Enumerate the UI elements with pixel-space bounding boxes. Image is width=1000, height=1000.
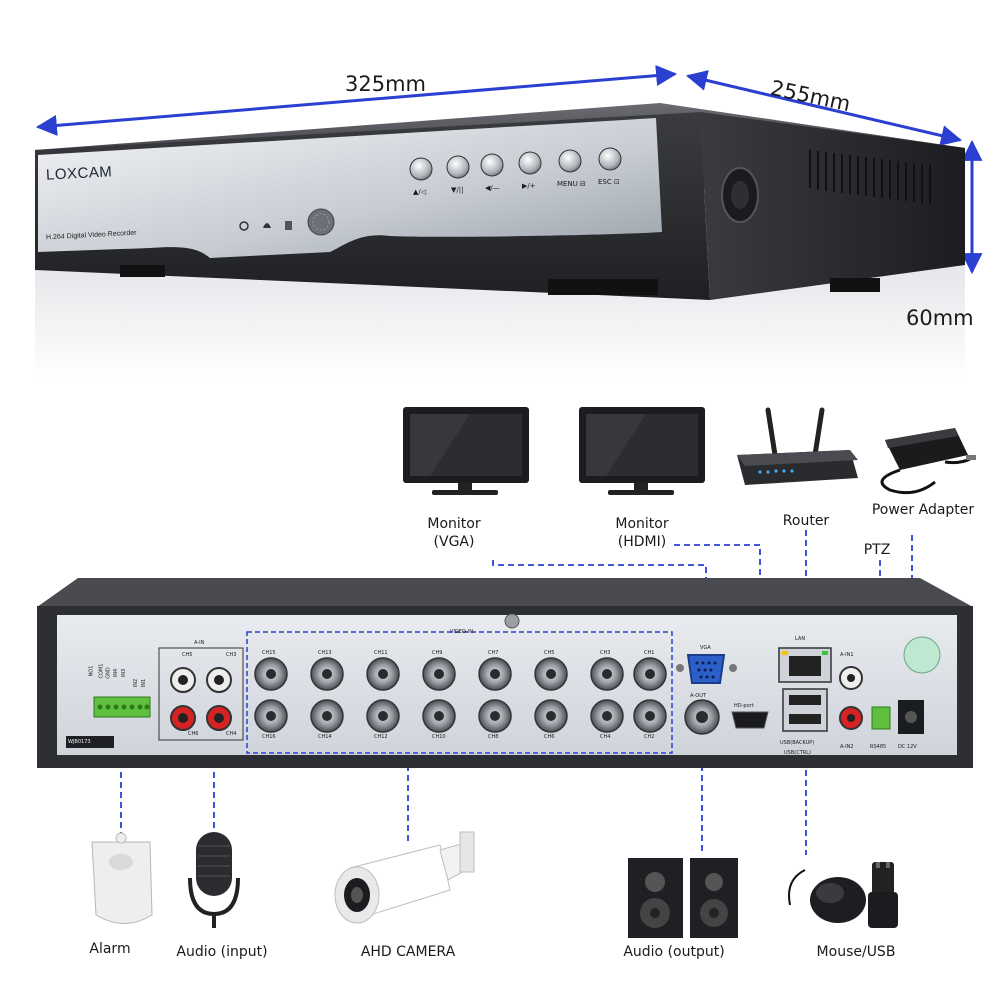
ain1-label: A-IN1 bbox=[840, 652, 854, 658]
lan-port-label: LAN bbox=[795, 636, 806, 642]
height-dimension-label: 60mm bbox=[906, 306, 974, 330]
ain-ch-label: CH6 bbox=[188, 731, 199, 737]
monitor-hdmi-icon bbox=[579, 407, 705, 495]
video-in-label: VIDEO-IN bbox=[450, 629, 473, 635]
ch-label: CH14 bbox=[318, 734, 332, 740]
alarm-label: Alarm bbox=[89, 941, 131, 957]
ch-label: CH8 bbox=[488, 734, 499, 740]
ahd-camera-label: AHD CAMERA bbox=[360, 944, 456, 960]
btn-label-5: MENU ⊟ bbox=[557, 180, 586, 188]
ain-ch-label: CH3 bbox=[226, 652, 237, 658]
model-code-label: WJB0173 bbox=[68, 739, 91, 745]
alarm-term-label: GND bbox=[105, 667, 112, 679]
vga-port-label: VGA bbox=[700, 645, 711, 651]
width-dimension-label: 325mm bbox=[345, 72, 426, 96]
btn-label-1: ▲/◁ bbox=[413, 188, 427, 196]
mouse-usb-icon bbox=[788, 862, 898, 928]
dvr-front-view bbox=[35, 103, 965, 380]
dc-label: DC 12V bbox=[898, 744, 917, 750]
router-label: Router bbox=[782, 513, 830, 529]
rs485-label: RS485 bbox=[870, 744, 887, 750]
btn-label-6: ESC ⊡ bbox=[598, 178, 620, 186]
ch-label: CH7 bbox=[488, 650, 499, 656]
ch-label: CH6 bbox=[544, 734, 555, 740]
monitor-hdmi-label: Monitor(HDMI) bbox=[615, 516, 669, 550]
power-adapter-label: Power Adapter bbox=[871, 502, 975, 518]
audio-input-label: Audio (input) bbox=[176, 944, 268, 960]
speakers-icon bbox=[628, 858, 738, 938]
monitor-vga-icon bbox=[403, 407, 529, 495]
power-icon bbox=[239, 221, 249, 231]
ain-ch-label: CH4 bbox=[226, 731, 237, 737]
usb-ctrl-label: USB(CTRL) bbox=[784, 750, 811, 756]
rs485-terminal bbox=[871, 706, 891, 730]
alarm-term-label: IN3 bbox=[121, 668, 128, 678]
alarm-term-label: COM1 bbox=[98, 663, 105, 679]
alarm-term-label: IN2 bbox=[133, 678, 140, 688]
video-in-bnc-array bbox=[254, 657, 667, 733]
power-adapter-icon bbox=[880, 428, 976, 495]
ch-label: CH10 bbox=[432, 734, 446, 740]
ch-label: CH5 bbox=[544, 650, 555, 656]
brand-logo: LOXCAM bbox=[45, 163, 113, 184]
front-buttons bbox=[409, 147, 622, 181]
ch-label: CH1 bbox=[644, 650, 655, 656]
alarm-term-label: IN1 bbox=[141, 678, 148, 688]
btn-label-3: ◀/— bbox=[485, 184, 500, 192]
ch-label: CH9 bbox=[432, 650, 443, 656]
ch-label: CH4 bbox=[600, 734, 611, 740]
btn-label-2: ▼/|| bbox=[451, 186, 464, 194]
ground-label-icon bbox=[903, 636, 941, 674]
alarm-term-label: NO1 bbox=[88, 665, 95, 677]
hdmi-port bbox=[731, 711, 769, 729]
microphone-icon bbox=[188, 832, 240, 928]
ch-label: CH13 bbox=[318, 650, 332, 656]
ahd-camera-icon bbox=[334, 831, 475, 924]
ch-label: CH3 bbox=[600, 650, 611, 656]
hdmi-port-label: HD-port bbox=[734, 703, 754, 709]
audio-in-rca bbox=[170, 667, 232, 731]
ain-ch-label: CH5 bbox=[182, 652, 193, 658]
audio-in-label: A-IN bbox=[194, 640, 205, 646]
hdd-icon bbox=[285, 221, 292, 230]
audio-output-label: Audio (output) bbox=[623, 944, 725, 960]
bell-icon bbox=[263, 223, 271, 228]
router-icon bbox=[737, 407, 858, 485]
alarm-term-label: IN4 bbox=[113, 668, 120, 678]
aout-port-label: A-OUT bbox=[690, 693, 706, 699]
speaker-grille-icon bbox=[307, 208, 335, 236]
ch-label: CH12 bbox=[374, 734, 388, 740]
ch-label: CH2 bbox=[644, 734, 655, 740]
ptz-label: PTZ bbox=[863, 542, 891, 558]
monitor-vga-label: Monitor(VGA) bbox=[427, 516, 481, 550]
ch-label: CH16 bbox=[262, 734, 276, 740]
dvr-back-panel bbox=[37, 578, 973, 768]
alarm-sensor-icon bbox=[91, 832, 153, 924]
usb-port-label: USB(BACKUP) bbox=[780, 740, 815, 746]
mouse-usb-label: Mouse/USB bbox=[816, 944, 896, 960]
ch-label: CH11 bbox=[374, 650, 388, 656]
btn-label-4: ▶/+ bbox=[522, 182, 536, 190]
dimension-arrows bbox=[35, 65, 983, 275]
ch-label: CH15 bbox=[262, 650, 276, 656]
ain2-label: A-IN2 bbox=[840, 744, 854, 750]
